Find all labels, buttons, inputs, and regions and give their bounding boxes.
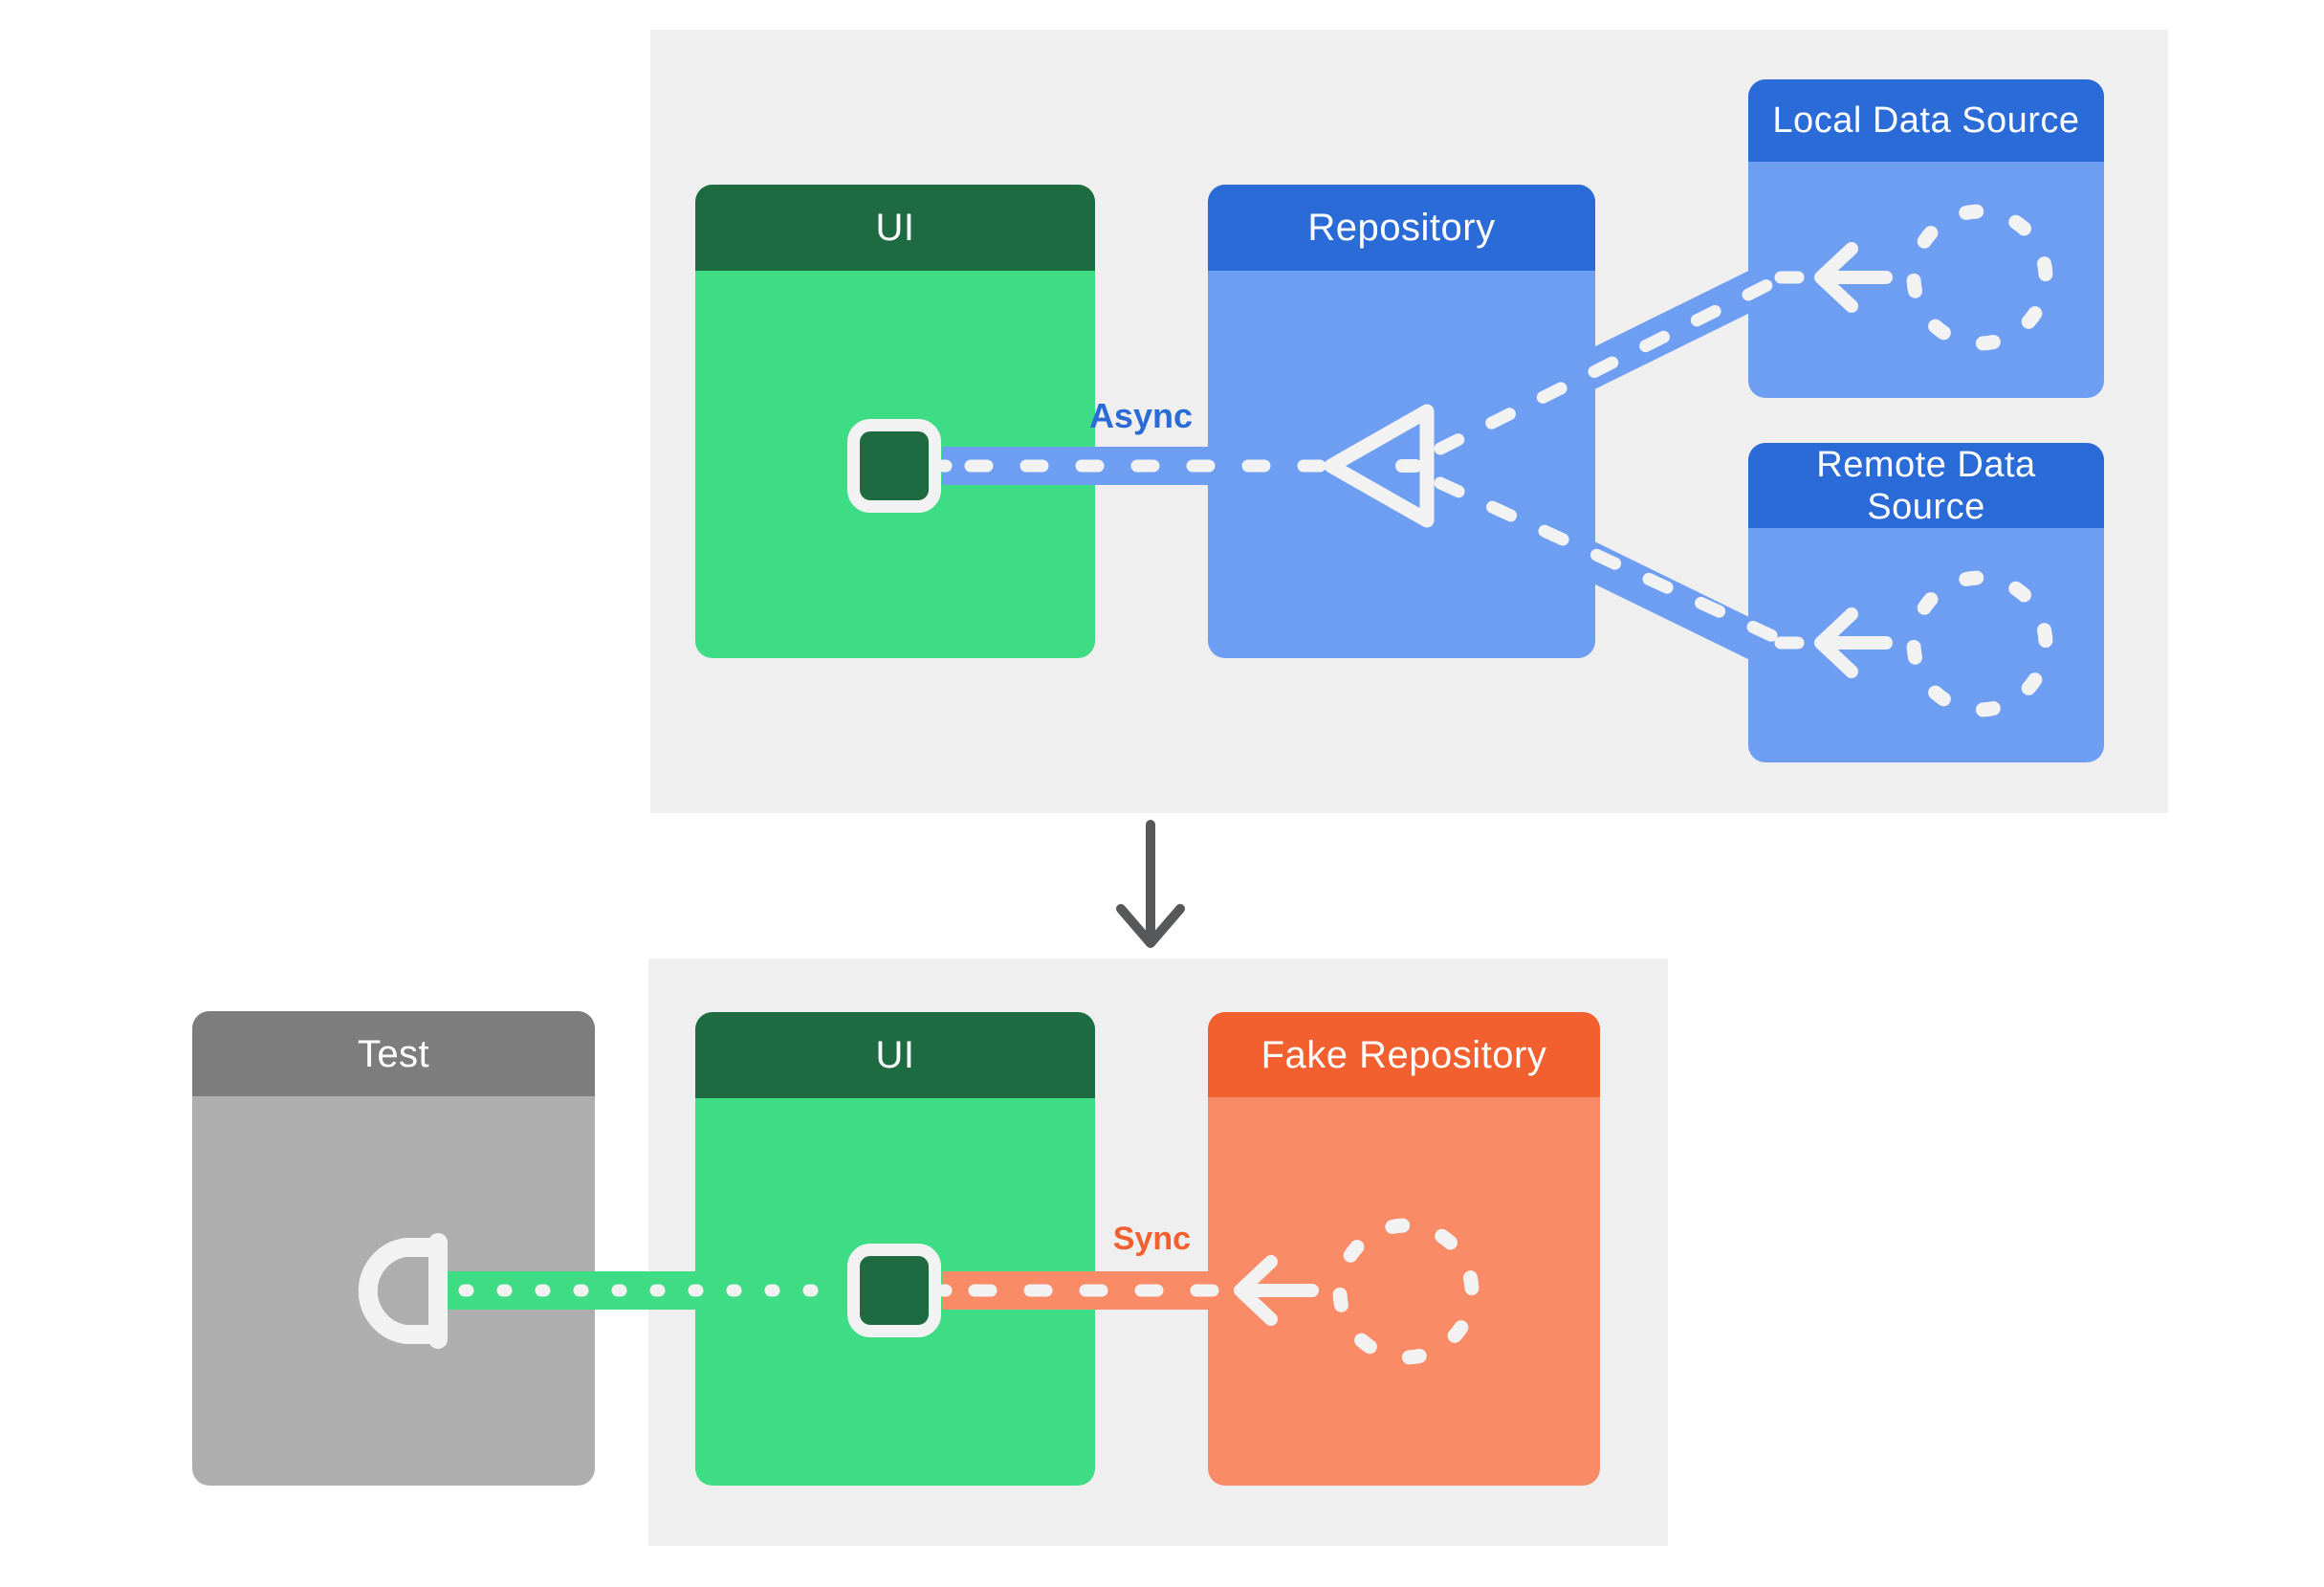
repository-box-title: Repository bbox=[1307, 207, 1496, 249]
ui-box-bottom-header: UI bbox=[695, 1012, 1095, 1098]
async-label: Async bbox=[1088, 396, 1193, 435]
fake-repository-title: Fake Repository bbox=[1261, 1033, 1547, 1076]
test-box: Test bbox=[192, 1011, 595, 1486]
sync-label: Sync bbox=[1112, 1221, 1191, 1257]
flow-down-arrow-icon bbox=[1116, 820, 1185, 948]
ui-box-top-header: UI bbox=[695, 185, 1095, 271]
ui-box-top-title: UI bbox=[875, 207, 915, 249]
local-data-source-title: Local Data Source bbox=[1772, 100, 2080, 141]
fake-repository-header: Fake Repository bbox=[1208, 1012, 1600, 1097]
repository-box: Repository bbox=[1208, 185, 1595, 658]
remote-data-source-box: Remote Data Source bbox=[1748, 443, 2104, 762]
fake-repository-box: Fake Repository bbox=[1208, 1012, 1600, 1486]
test-box-header: Test bbox=[192, 1011, 595, 1096]
remote-data-source-title: Remote Data Source bbox=[1816, 444, 2036, 527]
ui-state-square-top bbox=[847, 419, 941, 513]
ui-state-square-bottom bbox=[847, 1244, 941, 1337]
ui-box-top: UI bbox=[695, 185, 1095, 658]
remote-data-source-header: Remote Data Source bbox=[1748, 443, 2104, 528]
local-data-source-header: Local Data Source bbox=[1748, 79, 2104, 162]
ui-box-bottom-title: UI bbox=[875, 1034, 915, 1076]
repository-box-header: Repository bbox=[1208, 185, 1595, 271]
test-box-title: Test bbox=[357, 1032, 430, 1075]
local-data-source-box: Local Data Source bbox=[1748, 79, 2104, 398]
